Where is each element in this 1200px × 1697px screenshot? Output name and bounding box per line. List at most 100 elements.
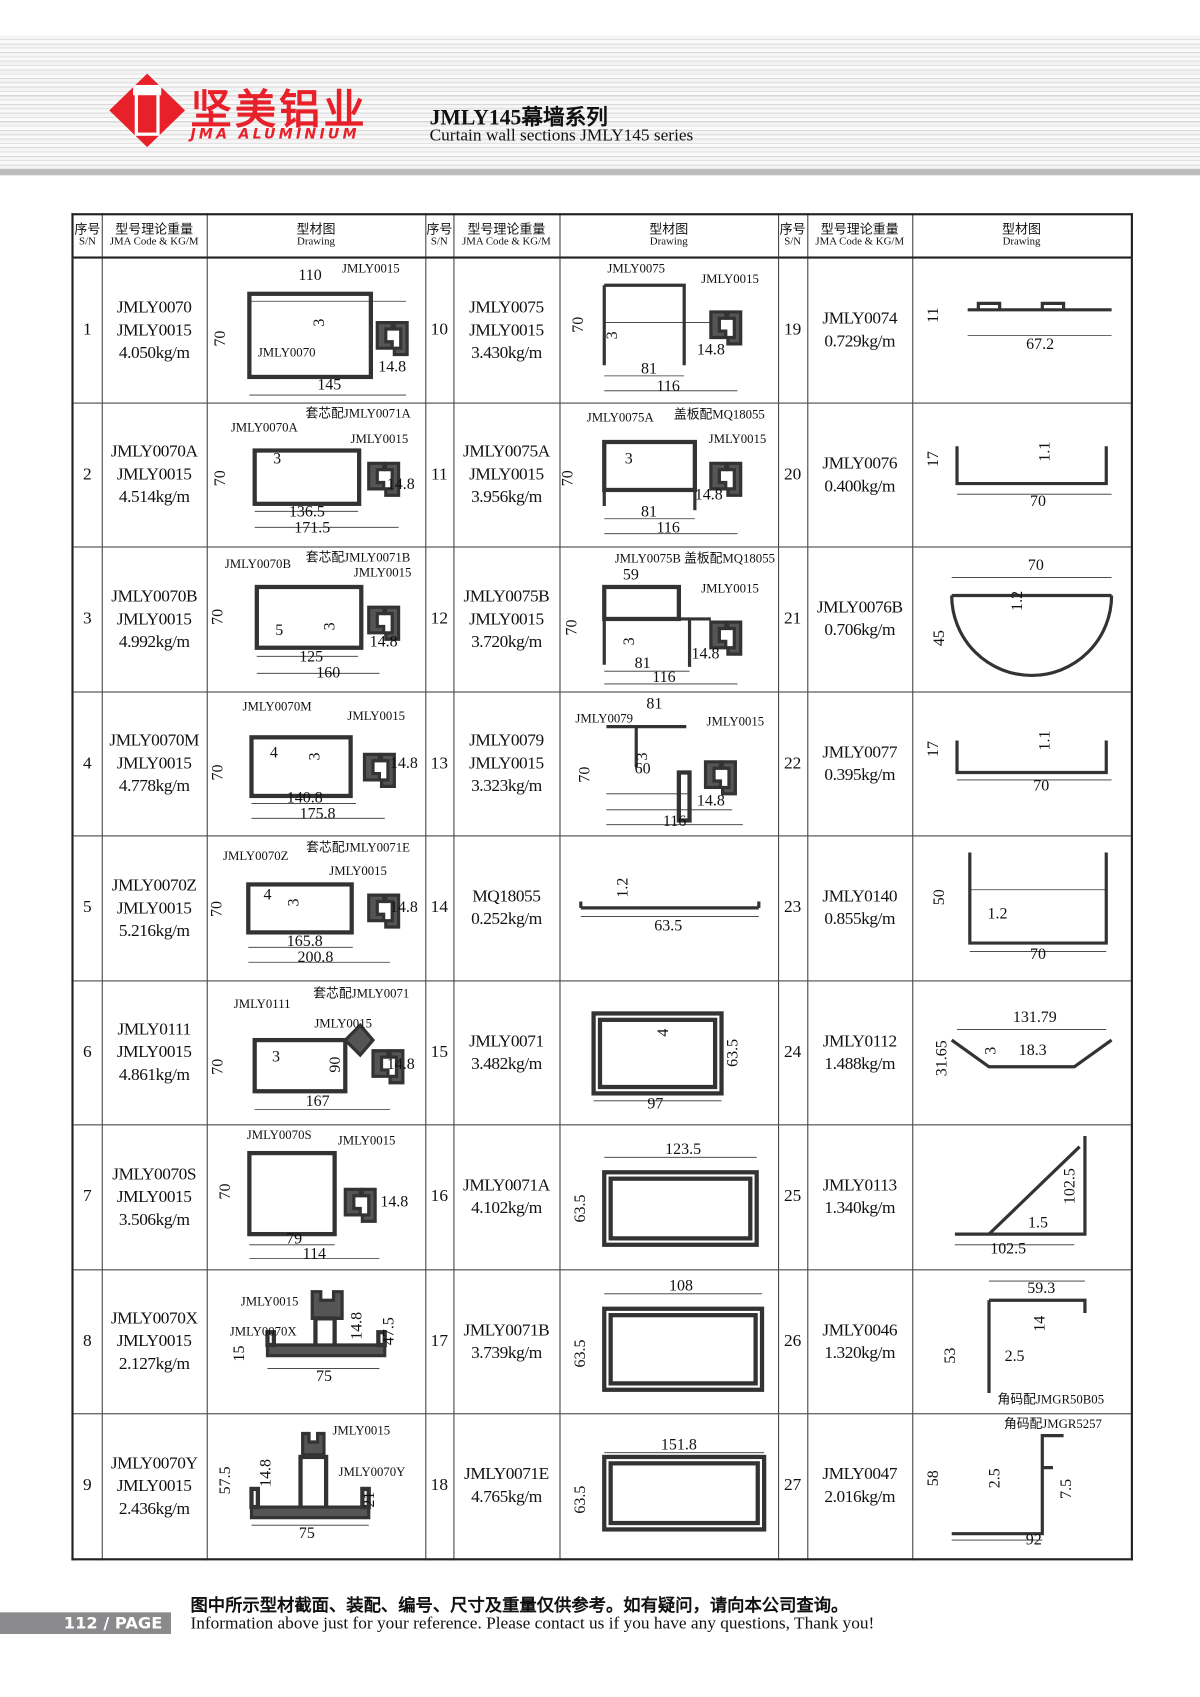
profile-weight: 3.720kg/m xyxy=(471,632,542,652)
serial-number: 26 xyxy=(777,1268,808,1415)
profile-code: JMLY0112 xyxy=(822,1032,897,1051)
dimension-label: 70 xyxy=(208,901,225,917)
serial-number: 23 xyxy=(777,835,808,981)
profile-weight: 2.127kg/m xyxy=(118,1355,190,1374)
dimension-label: 1.2 xyxy=(1009,591,1026,611)
profile-outline xyxy=(248,1487,260,1510)
profile-code: JMLY0140 xyxy=(822,887,898,906)
footer-note-en: Information above just for your referenc… xyxy=(190,1614,875,1633)
dimension-label: JMLY0070Z xyxy=(222,849,288,863)
serial-number: 16 xyxy=(424,1124,454,1270)
dimension-label: 140.8 xyxy=(286,789,322,806)
dimension-label: 167 xyxy=(305,1093,329,1110)
page-subtitle: Curtain wall sections JMLY145 series xyxy=(429,126,694,146)
profile-shape xyxy=(976,302,1065,311)
profile-weight: 0.706kg/m xyxy=(824,621,896,640)
serial-number: 19 xyxy=(777,256,808,404)
profile-shape xyxy=(300,1432,326,1457)
dimension-label: 45 xyxy=(931,630,948,646)
profile-weight: 4.992kg/m xyxy=(118,632,190,652)
profile-code: JMLY0070Y xyxy=(110,1454,198,1473)
dimension-label: JMLY0075B 盖板配MQ18055 xyxy=(614,552,774,566)
serial-number: 9 xyxy=(71,1413,103,1560)
serial-number: 10 xyxy=(424,256,454,404)
profile-outline xyxy=(252,1037,347,1094)
dimension-label: 7.5 xyxy=(1058,1479,1075,1499)
dimension-label: 131.79 xyxy=(1012,1009,1056,1026)
serial-number: 1 xyxy=(71,256,103,404)
dimension-label: 59 xyxy=(622,567,638,584)
dimension-label: 81 xyxy=(646,695,662,712)
column-header-en: JMA Code & KG/M xyxy=(462,235,551,248)
profile-shape xyxy=(383,605,400,642)
profile-weight: 0.729kg/m xyxy=(824,332,896,351)
profile-shape xyxy=(366,605,385,635)
column-header-en: JMA Code & KG/M xyxy=(815,235,905,248)
profile-outline xyxy=(246,1151,337,1237)
dimension-label: 套芯配JMLY0071A xyxy=(305,405,411,420)
dimension-label: 角码配JMGR50B05 xyxy=(997,1392,1104,1406)
serial-number: 2 xyxy=(71,402,103,548)
profile-weight: 1.340kg/m xyxy=(824,1199,896,1218)
dimension-label: 63.5 xyxy=(724,1039,741,1067)
profile-code: MQ18055 xyxy=(472,887,541,906)
profile-outline xyxy=(676,770,692,823)
code-weight-cell: JMLY0074 0.729kg/m xyxy=(806,256,913,404)
dimension-label: 14.8 xyxy=(696,342,724,359)
serial-number: 12 xyxy=(424,546,454,693)
profile-code: JMLY0074 xyxy=(822,309,898,329)
profile-code: JMLY0077 xyxy=(822,743,898,762)
dimension-label: JMLY0111 xyxy=(233,997,290,1011)
profile-code: JMLY0015 xyxy=(116,1187,192,1207)
dimension-label: 14.8 xyxy=(378,359,406,376)
column-header-cn: 序号 xyxy=(779,221,806,237)
profile-weight: 3.956kg/m xyxy=(471,488,542,507)
serial-number: 4 xyxy=(71,690,103,837)
dimension-label: 47.5 xyxy=(380,1317,397,1345)
dimension-label: 110 xyxy=(298,267,321,284)
dimension-label: 17 xyxy=(924,741,941,757)
profile-shape xyxy=(383,461,400,497)
profile-code: JMLY0070B xyxy=(111,587,198,606)
profile-shape xyxy=(265,1343,386,1357)
brand-name-cn: 坚美铝业 xyxy=(190,85,368,134)
profile-code: JMLY0070M xyxy=(109,731,200,751)
dimension-label: 1.1 xyxy=(1036,730,1053,750)
profile-code: JMLY0113 xyxy=(822,1176,897,1195)
dimension-label: JMLY0015 xyxy=(706,714,764,728)
column-header-cn: 型号理论重量 xyxy=(115,221,194,237)
serial-number: 15 xyxy=(424,979,454,1126)
profile-shape xyxy=(603,283,686,366)
brand-name-en: JMA ALUMINIUM xyxy=(190,126,360,143)
dimension-label: 70 xyxy=(209,1058,226,1074)
dimension-label: 5 xyxy=(275,622,283,639)
serial-number: 11 xyxy=(424,402,454,548)
dimension-label: 81 xyxy=(634,655,650,672)
profile-weight: 2.016kg/m xyxy=(824,1488,896,1507)
dimension-label: 1.5 xyxy=(1028,1215,1048,1232)
profile-outline xyxy=(607,1176,752,1241)
